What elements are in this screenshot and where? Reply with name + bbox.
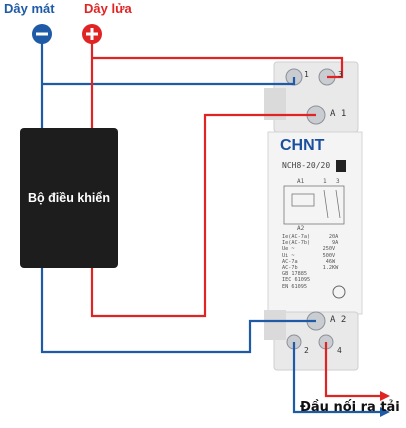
spec-line: AC-7b 1.2KW — [282, 265, 339, 272]
schematic-label-a2: A2 — [297, 225, 305, 232]
controller-label: Bộ điều khiển — [28, 191, 110, 205]
spec-line: EN 61095 — [282, 283, 307, 290]
terminal-1-label: 1 — [304, 70, 309, 79]
output-arrow-neutral — [380, 407, 390, 417]
terminal-3-label: 3 — [338, 70, 343, 79]
spec-line: IEC 61095 — [282, 277, 311, 284]
spec-line: GB 17885 — [282, 271, 307, 278]
spec-line: Ui ~ 500V — [282, 252, 336, 259]
schematic-label-a1: A1 — [297, 178, 305, 185]
output-label: Đầu nối ra tải — [300, 400, 400, 415]
spec-line: AC-7a 46W — [282, 258, 336, 265]
neutral-wire-label: Dây mát — [4, 1, 55, 16]
device-model: NCH8-20/20 — [282, 161, 331, 170]
plus-icon — [82, 24, 102, 44]
schematic-label-3: 3 — [336, 178, 340, 185]
terminal-2-label: 2 — [304, 346, 309, 355]
live-wire-label: Dây lửa — [84, 1, 132, 16]
spec-line: Ie(AC-7b) 9A — [282, 240, 339, 247]
minus-icon — [32, 24, 52, 44]
spec-line: Ue ~ 250V — [282, 246, 336, 253]
controller-box: Bộ điều khiển — [20, 128, 118, 268]
device-brand: CHNT — [280, 137, 325, 154]
terminal-a1-label: A 1 — [330, 109, 347, 119]
device-specs: Ie(AC-7a) 20A Ie(AC-7b) 9A Ue ~ 250V Ui … — [282, 234, 338, 290]
neutral-wiring — [40, 37, 380, 414]
schematic-label-1: 1 — [323, 178, 327, 185]
contactor-device — [264, 61, 363, 371]
spec-line: Ie(AC-7a) 20A — [282, 234, 339, 240]
terminal-a2-label: A 2 — [330, 315, 347, 325]
output-arrow-live — [380, 391, 390, 401]
terminal-4-label: 4 — [337, 346, 342, 355]
